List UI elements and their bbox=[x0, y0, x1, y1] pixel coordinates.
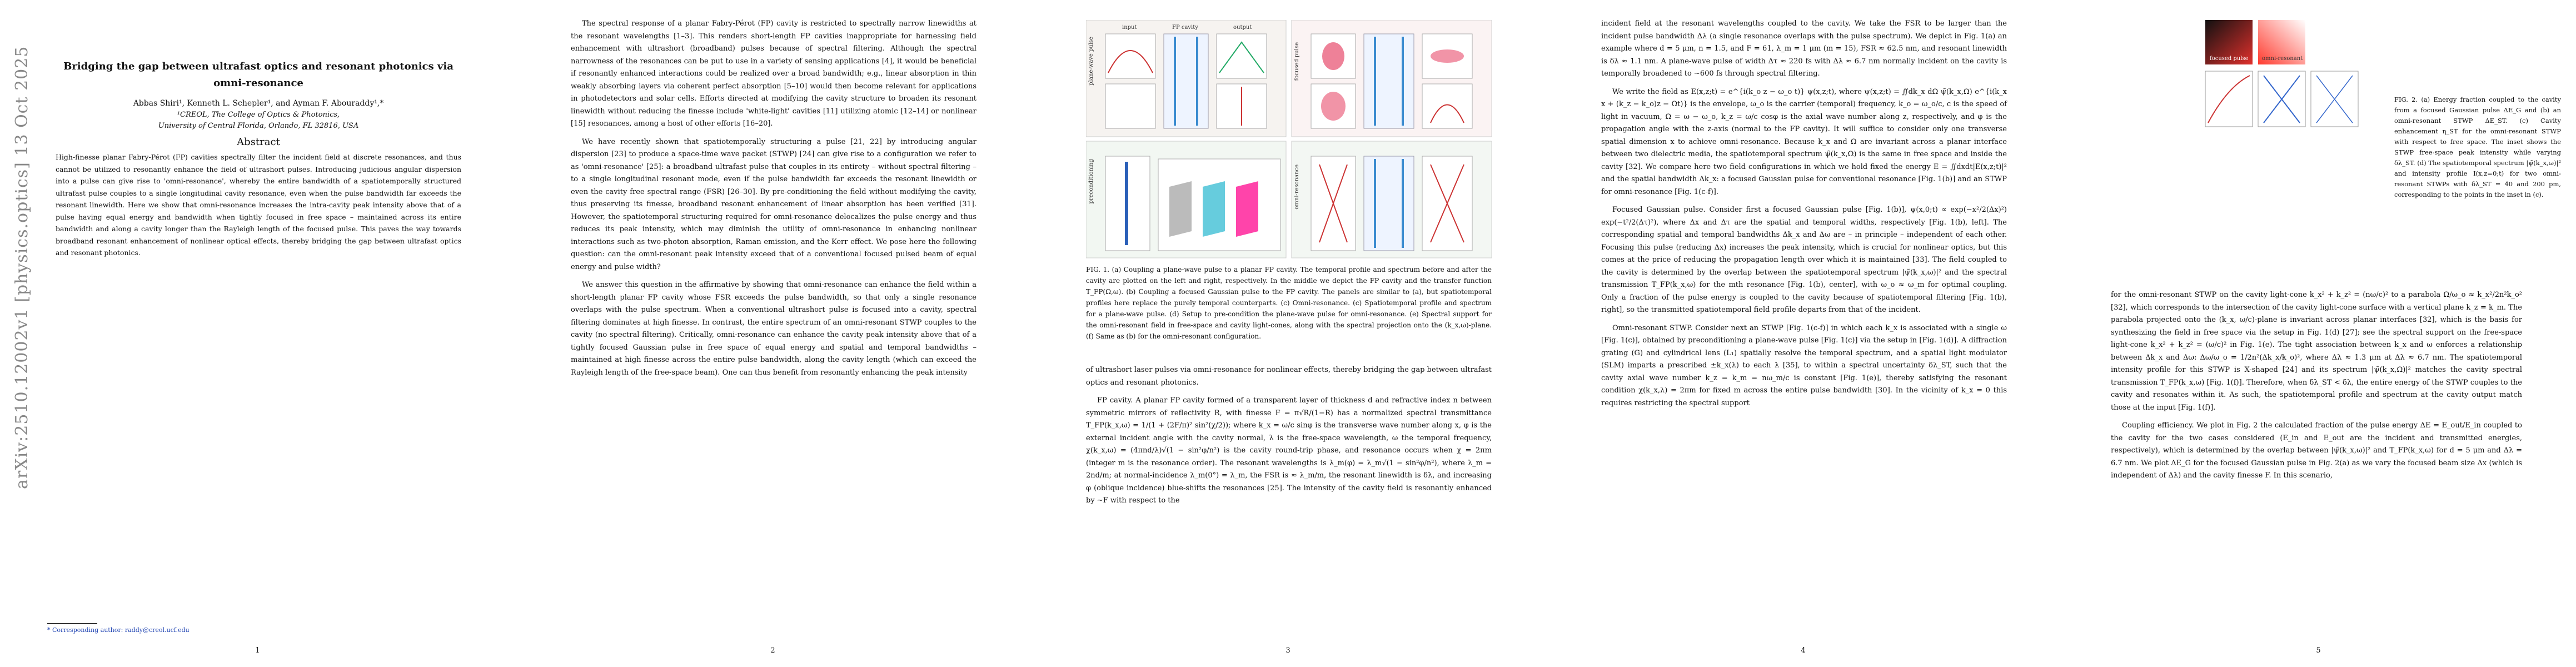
affiliation-line-2: University of Central Florida, Orlando, … bbox=[158, 122, 359, 130]
figure-1: plane-wave pulse focused pulse precondit… bbox=[1085, 19, 1492, 259]
page-number: 1 bbox=[255, 646, 260, 655]
panel-c-plot bbox=[2205, 71, 2253, 127]
page-number: 3 bbox=[1285, 646, 1291, 655]
figure-2: focused pulse omni-resonant bbox=[2194, 20, 2378, 131]
page-number: 2 bbox=[770, 646, 775, 655]
panel-a-heatmap bbox=[2205, 20, 2253, 64]
page-number: 5 bbox=[2316, 646, 2321, 655]
paragraph: We have recently shown that spatiotempor… bbox=[571, 137, 976, 271]
col-label: output bbox=[1233, 24, 1252, 31]
figure-1-caption: FIG. 1. (a) Coupling a plane-wave pulse … bbox=[1086, 266, 1492, 340]
page-5: focused pulse omni-resonant FIG. 2. (a) … bbox=[2061, 0, 2576, 667]
panel-b-heatmap bbox=[2258, 20, 2305, 64]
col-label: FP cavity bbox=[1172, 24, 1198, 31]
page-1: Bridging the gap between ultrafast optic… bbox=[0, 0, 515, 667]
paragraph: Omni-resonant STWP. Consider next an STW… bbox=[1601, 323, 2007, 407]
paragraph: We write the field as E(x,z;t) = e^{i(k_… bbox=[1601, 87, 2007, 196]
authors: Abbas Shiri¹, Kenneth L. Schepler¹, and … bbox=[133, 99, 384, 108]
row-label: preconditioning bbox=[1088, 159, 1094, 204]
figure-1-graphic bbox=[1085, 19, 1492, 258]
row-label: focused pulse bbox=[1294, 42, 1300, 81]
abstract-heading: Abstract bbox=[237, 136, 280, 148]
paragraph: The spectral response of a planar Fabry-… bbox=[571, 19, 976, 128]
abstract-text: High-finesse planar Fabry-Pérot (FP) cav… bbox=[56, 153, 461, 257]
footnote-rule bbox=[47, 623, 97, 624]
paragraph: for the omni-resonant STWP on the cavity… bbox=[2111, 291, 2522, 412]
affiliation-line-1: ¹CREOL, The College of Optics & Photonic… bbox=[177, 111, 340, 119]
col-label: input bbox=[1122, 24, 1137, 31]
paragraph: incident field at the resonant wavelengt… bbox=[1601, 19, 2007, 78]
fig2-label: omni-resonant bbox=[2262, 56, 2303, 62]
figure-2-graphic bbox=[2205, 20, 2359, 127]
page-3: plane-wave pulse focused pulse precondit… bbox=[1030, 0, 1546, 667]
row-label: omni-resonance bbox=[1294, 165, 1300, 210]
row-label: plane-wave pulse bbox=[1088, 37, 1094, 86]
fig2-label: focused pulse bbox=[2210, 56, 2249, 62]
paragraph: of ultrashort laser pulses via omni-reso… bbox=[1086, 366, 1492, 387]
corresponding-author-footnote[interactable]: * Corresponding author: raddy@creol.ucf.… bbox=[47, 626, 190, 634]
figure-2-caption: FIG. 2. (a) Energy fraction coupled to t… bbox=[2394, 96, 2561, 198]
page-number: 4 bbox=[1801, 646, 1806, 655]
page-2: The spectral response of a planar Fabry-… bbox=[515, 0, 1030, 667]
paper-title: Bridging the gap between ultrafast optic… bbox=[63, 61, 454, 89]
paragraph: Focused Gaussian pulse. Consider first a… bbox=[1601, 206, 2007, 314]
paragraph: Coupling efficiency. We plot in Fig. 2 t… bbox=[2111, 421, 2522, 480]
page-4: incident field at the resonant wavelengt… bbox=[1546, 0, 2061, 667]
paragraph: FP cavity. A planar FP cavity formed of … bbox=[1086, 396, 1492, 505]
paragraph: We answer this question in the affirmati… bbox=[571, 281, 976, 377]
